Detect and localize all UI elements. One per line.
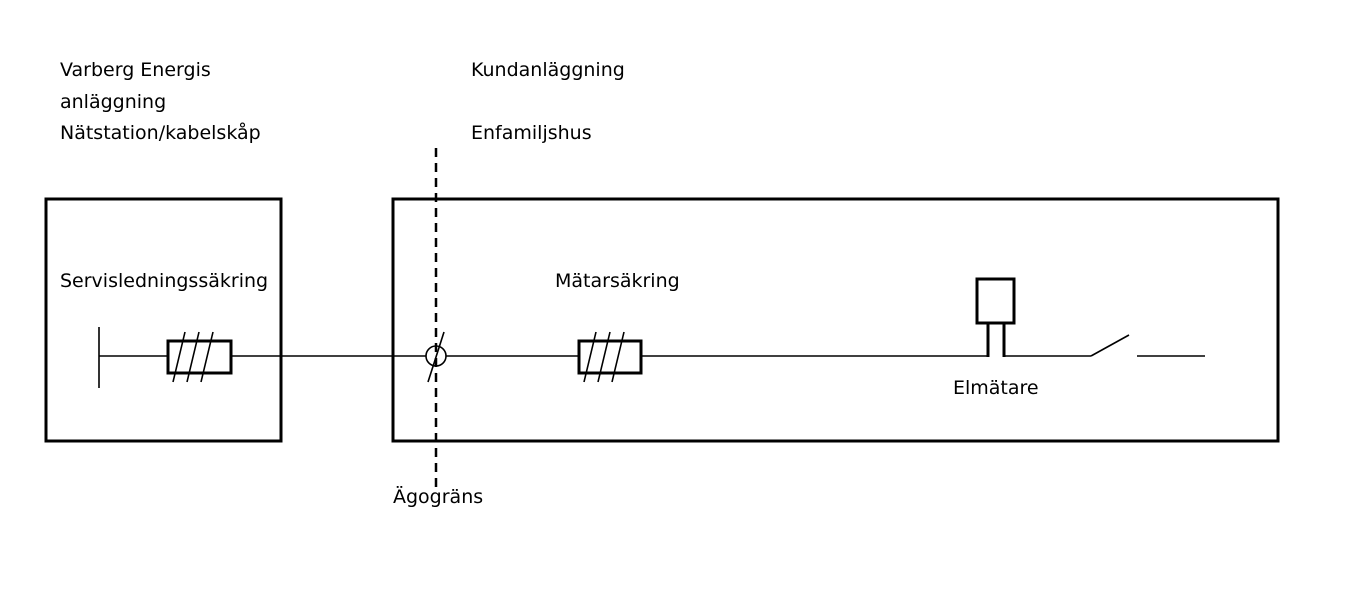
left-header-line2: anläggning [60, 91, 166, 113]
meter-fuse-icon [577, 331, 643, 383]
meter-fuse-label: Mätarsäkring [555, 270, 680, 292]
meter-label: Elmätare [953, 377, 1039, 399]
left-header-line3: Nätstation/kabelskåp [60, 121, 261, 144]
ownership-boundary-label: Ägogräns [393, 485, 483, 508]
right-header-line1: Kundanläggning [471, 59, 625, 81]
terminal-icon [425, 331, 447, 383]
service-fuse-label: Servisledningssäkring [60, 270, 268, 292]
substation-box [44, 197, 283, 443]
customer-installation-box [391, 197, 1280, 443]
electricity-meter-icon [975, 277, 1016, 357]
left-header-line1: Varberg Energis [60, 59, 211, 81]
switch-icon [1090, 334, 1130, 357]
service-fuse-icon [166, 331, 233, 383]
right-header-line2: Enfamiljshus [471, 122, 592, 144]
